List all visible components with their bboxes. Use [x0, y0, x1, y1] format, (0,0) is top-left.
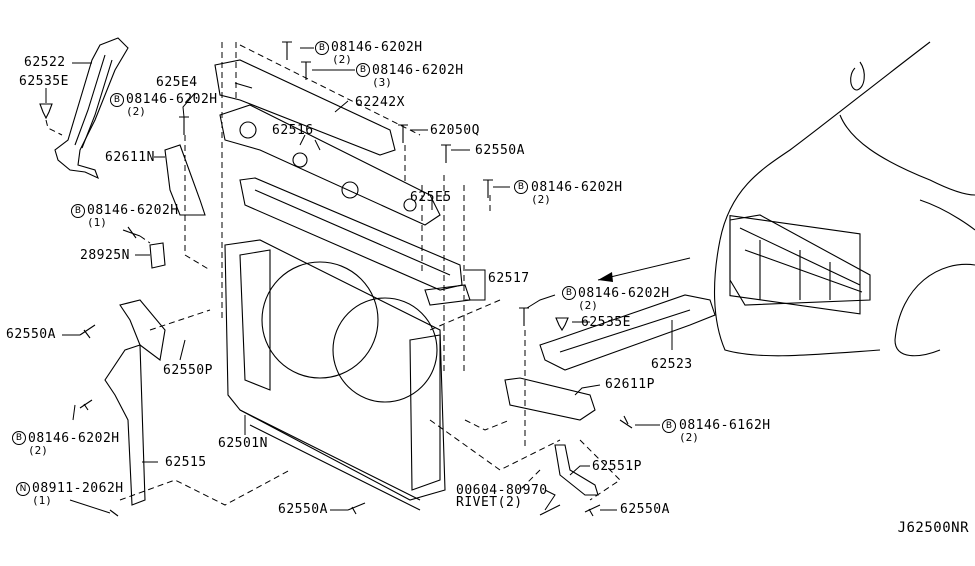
fastener-quantity: (1): [87, 216, 107, 229]
clip-62535e-left[interactable]: [39, 103, 63, 136]
fastener-quantity: (3): [372, 76, 392, 89]
label-62535e-right: 62535E: [581, 315, 631, 330]
label-62551p: 62551P: [592, 459, 642, 474]
fastener-part-number: 08146-6202H: [87, 203, 179, 218]
fastener-quantity: (2): [578, 299, 598, 312]
label-62550a-bottom-right: 62550A: [620, 502, 670, 517]
left-upper-side-member-62522[interactable]: [54, 37, 129, 180]
label-62611p: 62611P: [605, 377, 655, 392]
alignment-lines: [119, 42, 621, 506]
fastener-quantity: (2): [28, 444, 48, 457]
vehicle-outline: [713, 41, 975, 357]
fastener-part-number: 08146-6202H: [372, 63, 464, 78]
fastener-part-number: 08146-6202H: [331, 40, 423, 55]
bolt-badge-icon: B: [315, 41, 329, 55]
fastener-part-number: 08911-2062H: [32, 481, 124, 496]
label-28925n: 28925N: [80, 248, 130, 263]
fastener-part-number: 08146-6162H: [679, 418, 771, 433]
bolt-62550a-left[interactable]: [79, 324, 96, 339]
label-62050q: 62050Q: [430, 123, 480, 138]
fastener-quantity: (2): [531, 193, 551, 206]
bolt-badge-icon: B: [514, 180, 528, 194]
stay-62515[interactable]: [104, 344, 146, 506]
fastener-quantity: (2): [126, 105, 146, 118]
fastener-quantity: (2): [679, 431, 699, 444]
label-62517: 62517: [488, 271, 530, 286]
label-62516: 62516: [272, 123, 314, 138]
label-62550a-top: 62550A: [475, 143, 525, 158]
label-62515: 62515: [165, 455, 207, 470]
bracket-62550p[interactable]: [119, 299, 166, 361]
bracket-62611p[interactable]: [504, 377, 596, 421]
bolt-badge-icon: B: [12, 431, 26, 445]
bolts: [79, 41, 633, 517]
label-62522: 62522: [24, 55, 66, 70]
bolt-badge-icon: B: [562, 286, 576, 300]
upper-core-support[interactable]: [214, 59, 463, 291]
clip-62535e-right[interactable]: [555, 317, 569, 332]
label-62611n: 62611N: [105, 150, 155, 165]
fastener-part-number: 08146-6202H: [28, 431, 120, 446]
fastener-part-number: 08146-6202H: [531, 180, 623, 195]
fastener-quantity: (1): [32, 494, 52, 507]
fastener-quantity: (2): [332, 53, 352, 66]
diagram-reference-code: J62500NR: [897, 520, 969, 536]
radiator-core-support-62501n[interactable]: [224, 239, 446, 511]
bracket-62611n[interactable]: [164, 144, 206, 216]
bolt-28925n[interactable]: [122, 226, 151, 244]
bolt-badge-icon: B: [110, 93, 124, 107]
label-rivet-part: 00604-80970: [456, 483, 548, 498]
bolt-badge-icon: B: [356, 63, 370, 77]
label-625e5: 625E5: [410, 190, 452, 205]
hood-lock-bracket-28925n[interactable]: [149, 242, 166, 269]
label-625e4: 625E4: [156, 75, 198, 90]
bolt-badge-icon: B: [71, 204, 85, 218]
label-62535e-left: 62535E: [19, 74, 69, 89]
leader-lines: [45, 47, 673, 514]
label-62242x: 62242X: [355, 95, 405, 110]
stay-62551p[interactable]: [554, 444, 599, 496]
right-upper-side-member-62523[interactable]: [539, 294, 716, 371]
label-62523: 62523: [651, 357, 693, 372]
bolt-badge-icon: B: [662, 419, 676, 433]
location-arrow: [597, 257, 691, 282]
nut-badge-icon: N: [16, 482, 30, 496]
label-62550a-bottom-mid: 62550A: [278, 502, 328, 517]
fastener-part-number: 08146-6202H: [578, 286, 670, 301]
label-62550a-left: 62550A: [6, 327, 56, 342]
label-62501n: 62501N: [218, 436, 268, 451]
label-62550p: 62550P: [163, 363, 213, 378]
label-rivet: RIVET(2): [456, 495, 523, 510]
fastener-part-number: 08146-6202H: [126, 92, 218, 107]
